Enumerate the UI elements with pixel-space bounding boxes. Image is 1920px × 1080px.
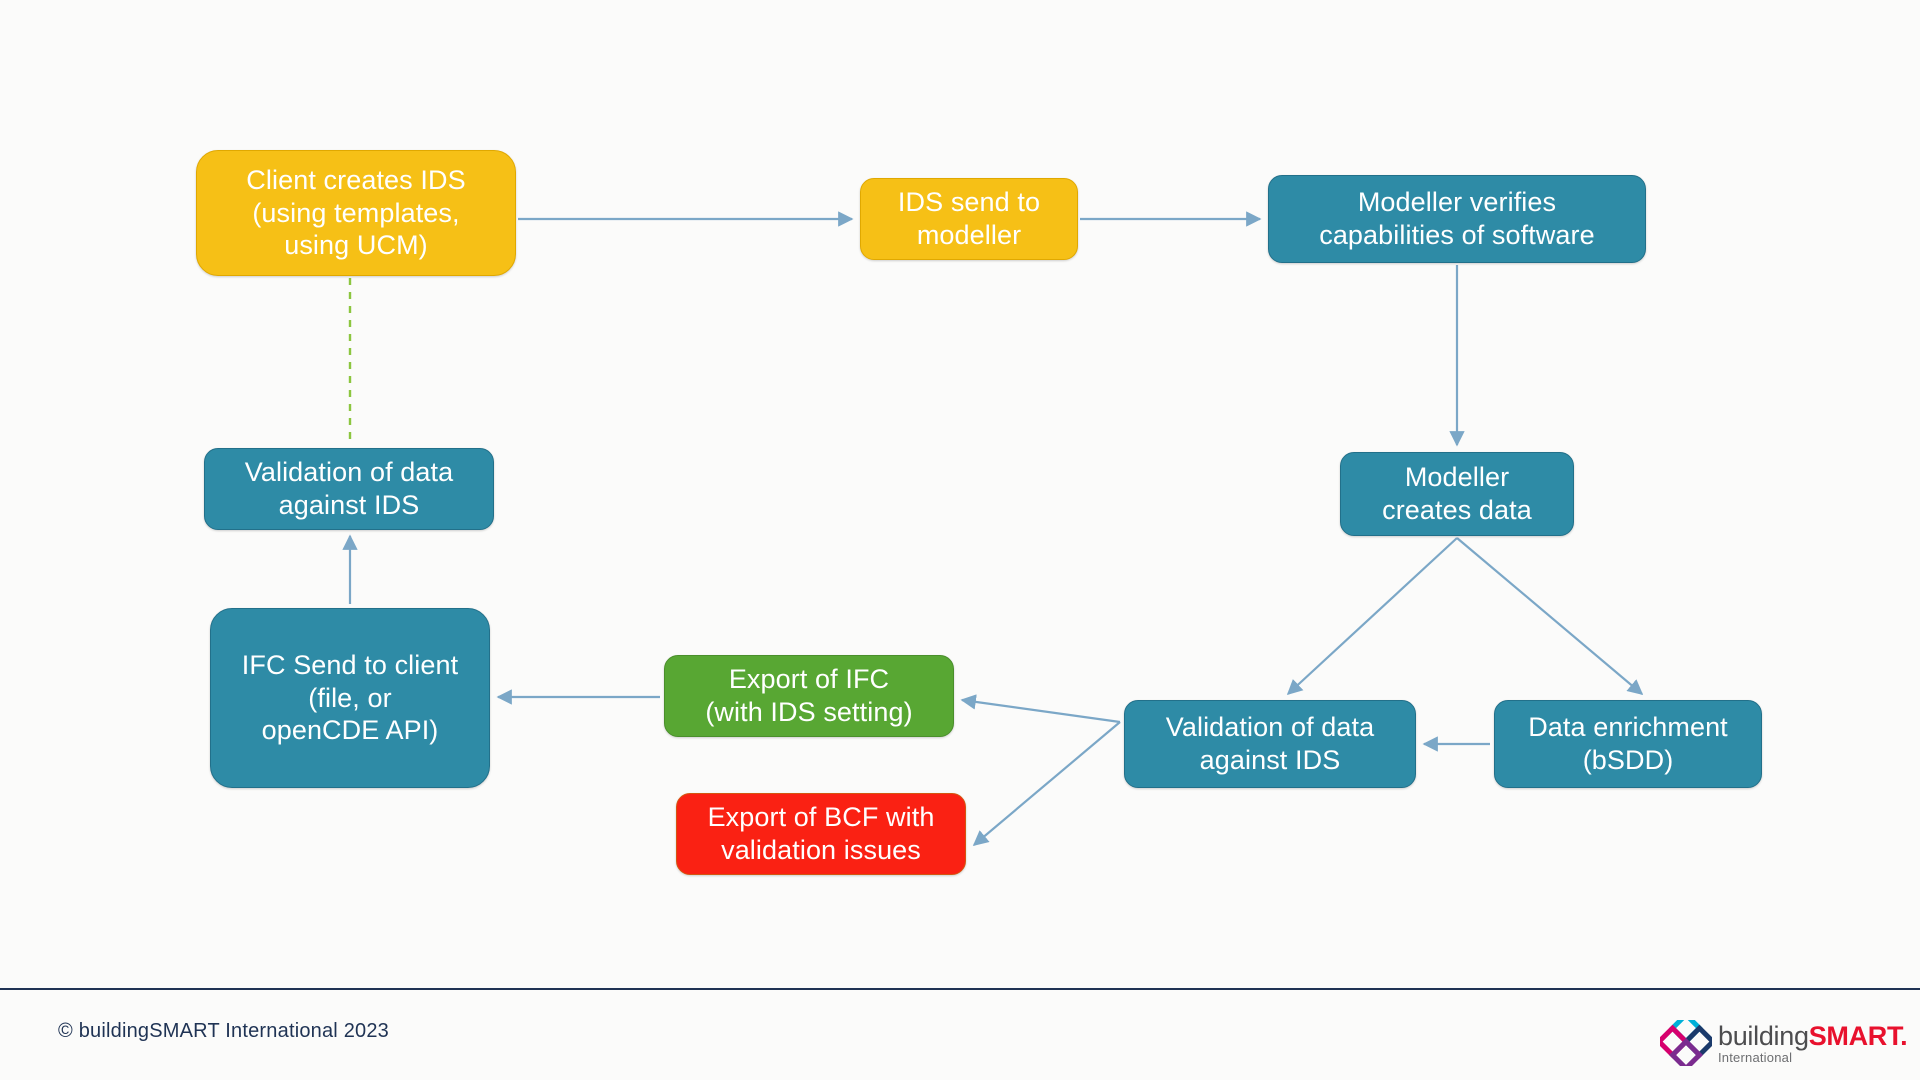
node-export-of-bcf[interactable]: Export of BCF with validation issues xyxy=(676,793,966,875)
edge-creates-to-validation-right xyxy=(1286,537,1458,696)
buildingsmart-logo: buildingSMART. International xyxy=(1660,1018,1908,1068)
buildingsmart-logo-mark xyxy=(1660,1020,1712,1066)
node-data-enrichment-bsdd[interactable]: Data enrichment (bSDD) xyxy=(1494,700,1762,788)
node-ids-send-to-modeller[interactable]: IDS send to modeller xyxy=(860,178,1078,260)
edge-creates-to-enrichment xyxy=(1456,537,1644,695)
logo-word-building: building xyxy=(1718,1020,1809,1051)
node-validation-of-data-against-ids-right[interactable]: Validation of data against IDS xyxy=(1124,700,1416,788)
logo-word-international: International xyxy=(1718,1049,1793,1065)
footer-divider xyxy=(0,988,1920,990)
footer-copyright: © buildingSMART International 2023 xyxy=(58,1020,389,1042)
node-modeller-verifies-capabilities[interactable]: Modeller verifies capabilities of softwa… xyxy=(1268,175,1646,263)
node-modeller-creates-data[interactable]: Modeller creates data xyxy=(1340,452,1574,536)
node-ifc-send-to-client[interactable]: IFC Send to client (file, or openCDE API… xyxy=(210,608,490,788)
node-validation-of-data-against-ids-left[interactable]: Validation of data against IDS xyxy=(204,448,494,530)
edge-validation-right-to-export-ifc xyxy=(960,694,1121,724)
buildingsmart-logo-text: buildingSMART. International xyxy=(1718,1020,1908,1065)
logo-word-smart: SMART. xyxy=(1808,1020,1908,1051)
edge-validation-right-to-export-bcf xyxy=(972,721,1121,846)
node-export-of-ifc[interactable]: Export of IFC (with IDS setting) xyxy=(664,655,954,737)
node-client-creates-ids[interactable]: Client creates IDS (using templates, usi… xyxy=(196,150,516,276)
diagram-canvas: Client creates IDS (using templates, usi… xyxy=(196,150,1762,875)
